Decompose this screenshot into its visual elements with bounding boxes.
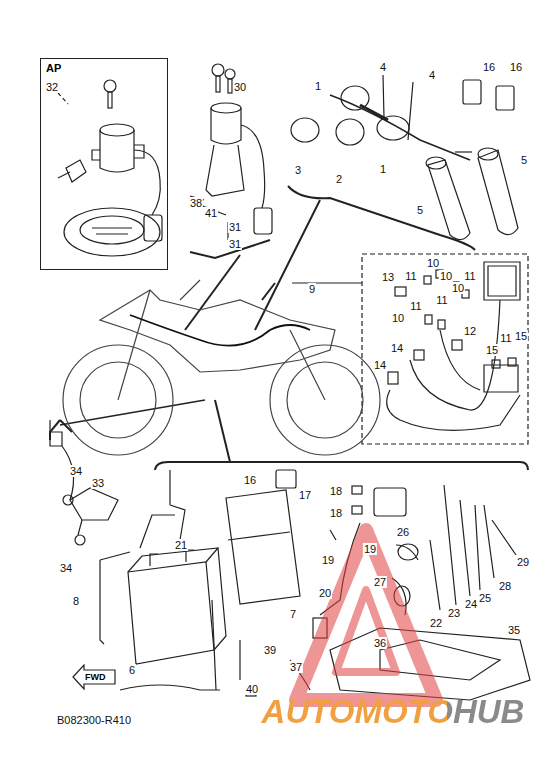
callout-number: 31 [228, 221, 242, 233]
main-switch [190, 64, 272, 258]
callout-number: 21 [174, 539, 188, 551]
callout-number: 10 [426, 257, 440, 269]
callout-number: 19 [363, 543, 377, 555]
callout-number: 11 [409, 300, 422, 312]
callout-number: 1 [379, 163, 387, 175]
callout-number: 11 [435, 294, 448, 306]
callout-number: 16 [243, 474, 257, 486]
callout-number: 18 [329, 507, 343, 519]
callout-number: 34 [69, 465, 83, 477]
callout-number: 5 [520, 154, 528, 166]
inset-box: AP [40, 58, 168, 270]
callout-number: 15 [485, 344, 499, 356]
inset-title: AP [46, 63, 61, 74]
callout-number: 28 [498, 580, 512, 592]
callout-number: 20 [318, 587, 332, 599]
callout-number: 32 [45, 81, 59, 93]
callout-number: 29 [516, 556, 530, 568]
callout-number: 11 [404, 270, 417, 282]
callout-number: 9 [308, 283, 316, 295]
callout-number: 37 [289, 661, 303, 673]
callout-number: 33 [91, 477, 105, 489]
electrical-parts [50, 420, 530, 700]
callout-number: 11 [463, 270, 476, 282]
callout-number: 26 [396, 526, 410, 538]
callout-number: 12 [463, 325, 477, 337]
callout-number: 8 [72, 595, 80, 607]
callout-number: 13 [381, 271, 395, 283]
callout-number: 16 [482, 61, 496, 73]
callout-number: 2 [335, 173, 343, 185]
callout-number: 30 [233, 81, 247, 93]
ignition-set-ap [58, 80, 162, 256]
callout-number: 3 [294, 164, 302, 176]
callout-number: 41 [204, 207, 218, 219]
callout-number: 14 [373, 359, 387, 371]
callout-number: 25 [478, 592, 492, 604]
dashed-inset [362, 254, 528, 444]
callout-number: 31 [228, 238, 242, 250]
callout-number: 10 [439, 270, 453, 282]
callout-number: 40 [245, 683, 259, 695]
callout-number: 16 [509, 61, 523, 73]
callout-number: 22 [429, 617, 443, 629]
callout-number: 14 [390, 342, 404, 354]
drawing-code: B082300-R410 [56, 714, 132, 726]
callout-number: 10 [451, 282, 465, 294]
callout-number: 17 [298, 489, 312, 501]
callout-number: 34 [59, 562, 73, 574]
arrow-text: FWD [85, 672, 106, 683]
callout-number: 36 [373, 637, 387, 649]
watermark: AUTOMOTOHUB [260, 694, 527, 730]
callout-number: 6 [128, 664, 136, 676]
callout-number: 1 [314, 80, 322, 92]
harness-detail [387, 262, 520, 430]
callout-number: 10 [391, 312, 405, 324]
callout-number: 35 [507, 624, 521, 636]
callout-number: 24 [464, 598, 478, 610]
callout-number: 5 [416, 204, 424, 216]
group-brackets [50, 186, 528, 470]
direction-arrow: FWD [72, 664, 116, 690]
callout-number: 19 [321, 554, 335, 566]
callout-number: 4 [428, 69, 436, 81]
callout-number: 4 [379, 61, 387, 73]
handlebar-switches [291, 75, 518, 240]
callout-number: 38 [189, 197, 203, 209]
callout-number: 27 [373, 576, 387, 588]
callout-number: 23 [447, 607, 461, 619]
callout-number: 39 [263, 644, 277, 656]
callout-number: 15 [514, 330, 528, 342]
callout-number: 7 [289, 608, 297, 620]
watermark-triangle [296, 530, 436, 700]
motorcycle-outline [63, 280, 380, 455]
callout-number: 18 [329, 485, 343, 497]
callout-number: 11 [499, 332, 512, 344]
